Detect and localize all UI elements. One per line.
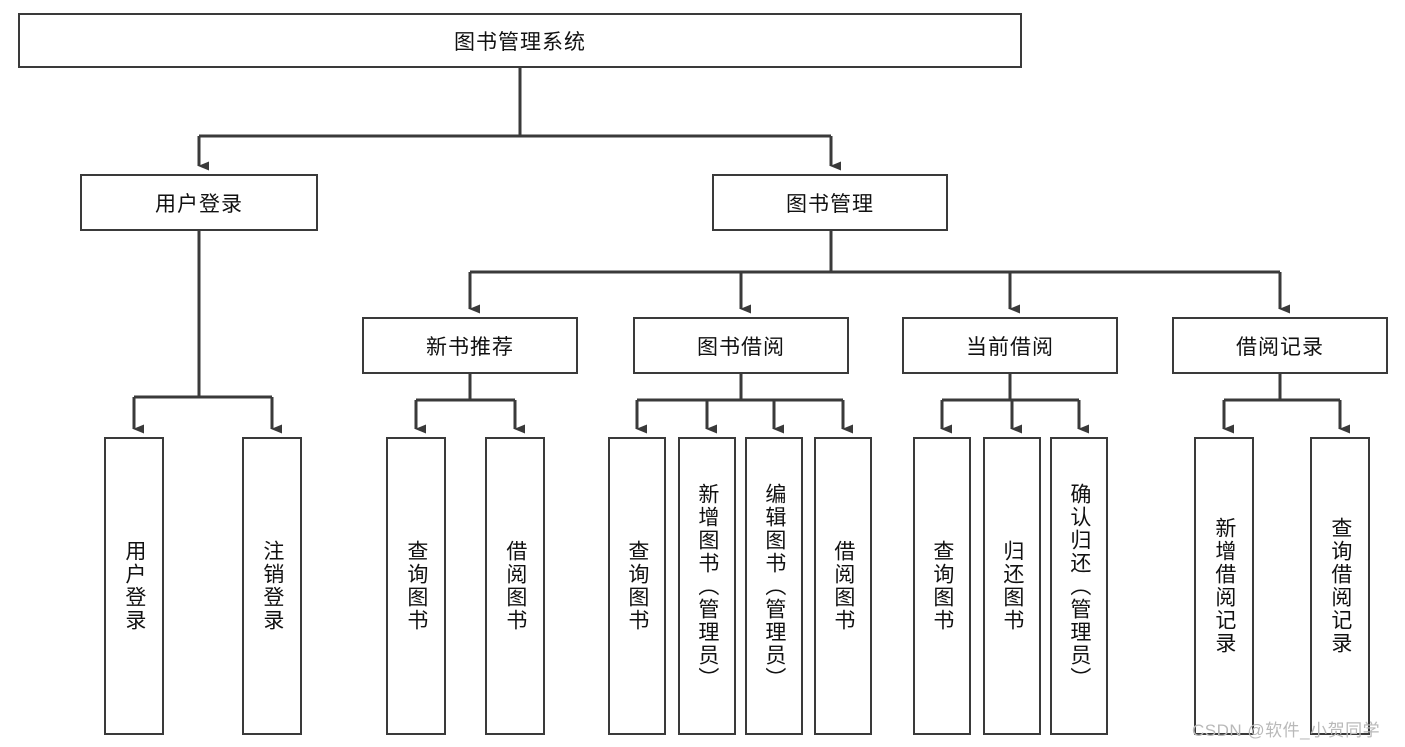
node-leaf-edit-book-admin[interactable]: 编辑图书（管理员） [745,437,803,735]
node-leaf-query-borrow-record[interactable]: 查询借阅记录 [1310,437,1370,735]
node-root-label: 图书管理系统 [454,30,586,54]
node-leaf-borrow-book[interactable]: 借阅图书 [814,437,872,735]
node-root[interactable]: 图书管理系统 [18,13,1022,68]
node-leaf-user-login-label: 用户登录 [122,540,146,632]
node-leaf-query-book-borrow[interactable]: 查询图书 [608,437,666,735]
node-new-book-recommend-label: 新书推荐 [426,335,514,359]
node-leaf-add-borrow-record-label: 新增借阅记录 [1212,517,1236,655]
node-leaf-borrow-book-label: 借阅图书 [831,540,855,632]
node-leaf-query-borrow-record-label: 查询借阅记录 [1328,517,1352,655]
node-leaf-confirm-return-admin[interactable]: 确认归还（管理员） [1050,437,1108,735]
node-new-book-recommend[interactable]: 新书推荐 [362,317,578,374]
edge-group-book-borrow [635,374,853,434]
node-leaf-query-book-current[interactable]: 查询图书 [913,437,971,735]
node-leaf-edit-book-admin-label: 编辑图书（管理员） [762,482,786,690]
node-borrow-record[interactable]: 借阅记录 [1172,317,1388,374]
node-book-management-label: 图书管理 [786,192,874,216]
edge-group-user-login [132,231,282,434]
edge-group-new-book-recommend [414,374,525,434]
node-leaf-query-book-recommend[interactable]: 查询图书 [386,437,446,735]
node-book-borrow[interactable]: 图书借阅 [633,317,849,374]
node-leaf-user-logout-label: 注销登录 [260,540,284,632]
node-leaf-user-login[interactable]: 用户登录 [104,437,164,735]
node-book-borrow-label: 图书借阅 [697,335,785,359]
edge-group-root [197,68,841,171]
edge-group-borrow-record [1222,374,1350,434]
node-current-borrow[interactable]: 当前借阅 [902,317,1118,374]
node-leaf-user-logout[interactable]: 注销登录 [242,437,302,735]
node-leaf-add-borrow-record[interactable]: 新增借阅记录 [1194,437,1254,735]
node-leaf-borrow-book-recommend-label: 借阅图书 [503,540,527,632]
node-leaf-borrow-book-recommend[interactable]: 借阅图书 [485,437,545,735]
node-book-management[interactable]: 图书管理 [712,174,948,231]
edge-group-current-borrow [940,374,1089,434]
node-leaf-add-book-admin[interactable]: 新增图书（管理员） [678,437,736,735]
node-leaf-query-book-recommend-label: 查询图书 [404,540,428,632]
node-leaf-query-book-borrow-label: 查询图书 [625,540,649,632]
node-user-login-label: 用户登录 [155,192,243,216]
node-user-login[interactable]: 用户登录 [80,174,318,231]
node-leaf-query-book-current-label: 查询图书 [930,540,954,632]
node-current-borrow-label: 当前借阅 [966,335,1054,359]
node-leaf-return-book[interactable]: 归还图书 [983,437,1041,735]
node-leaf-return-book-label: 归还图书 [1000,540,1024,632]
node-leaf-confirm-return-admin-label: 确认归还（管理员） [1067,482,1091,690]
csdn-watermark: CSDN @软件_小贺同学 [1192,721,1381,740]
edge-group-book-management [468,231,1290,314]
node-leaf-add-book-admin-label: 新增图书（管理员） [695,482,719,690]
node-borrow-record-label: 借阅记录 [1236,335,1324,359]
